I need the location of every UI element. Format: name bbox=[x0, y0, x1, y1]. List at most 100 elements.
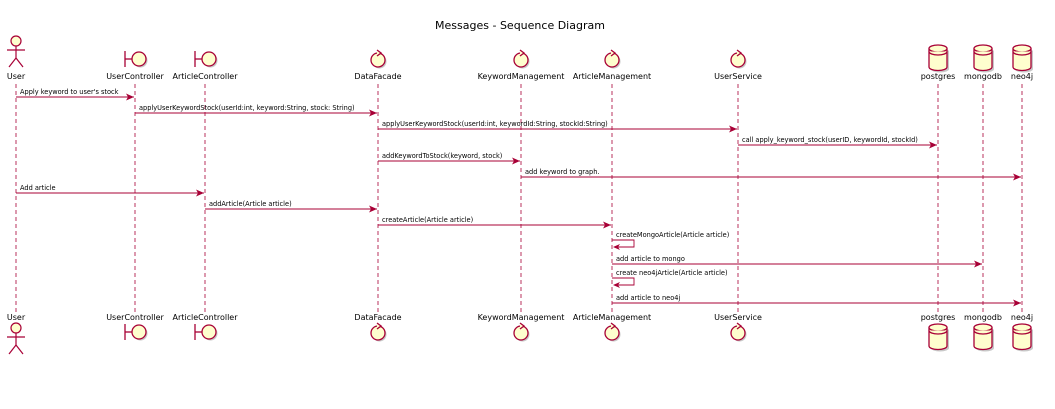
participants-top: User UserController ArticleController DataF… bbox=[7, 35, 1033, 81]
participant-label: ArticleManagement bbox=[573, 313, 651, 322]
arrow-head bbox=[929, 141, 937, 149]
message-label: add keyword to graph. bbox=[525, 168, 599, 176]
arrow-head bbox=[369, 205, 377, 213]
message-label: applyUserKeywordStock(userId:int, keywor… bbox=[139, 104, 355, 112]
participant-label: mongodb bbox=[964, 313, 1002, 322]
participant-top-articlemanagement: ArticleManagement bbox=[573, 49, 651, 81]
message-13: add article to neo4j bbox=[612, 294, 1021, 307]
message-12: create neo4jArticle(Article article) bbox=[612, 269, 728, 288]
database-icon bbox=[1012, 44, 1033, 73]
participant-label: User bbox=[7, 72, 26, 81]
participant-label: User bbox=[7, 313, 26, 322]
message-4: call apply_keyword_stock(userID, keyword… bbox=[738, 136, 937, 149]
participant-top-articlecontroller: ArticleController bbox=[172, 51, 238, 81]
actor-icon bbox=[7, 35, 25, 68]
participant-top-user: User bbox=[7, 35, 26, 81]
diagram-title: Messages - Sequence Diagram bbox=[435, 19, 605, 32]
actor-icon bbox=[7, 322, 25, 355]
message-3: applyUserKeywordStock(userId:int, keywor… bbox=[378, 120, 737, 133]
arrow-head bbox=[974, 260, 982, 268]
participant-label: ArticleController bbox=[172, 313, 238, 322]
participant-bottom-datafacade: DataFacade bbox=[354, 313, 402, 342]
message-label: add article to mongo bbox=[616, 255, 685, 263]
control-icon bbox=[370, 322, 387, 342]
participant-label: ArticleController bbox=[172, 72, 238, 81]
arrow-head bbox=[1013, 299, 1021, 307]
message-label: call apply_keyword_stock(userID, keyword… bbox=[742, 136, 918, 144]
participant-top-keywordmanagement: KeywordManagement bbox=[478, 49, 565, 81]
message-1: Apply keyword to user's stock bbox=[16, 88, 134, 101]
participant-label: ArticleManagement bbox=[573, 72, 651, 81]
self-message-arrow bbox=[612, 277, 635, 286]
message-8: addArticle(Article article) bbox=[205, 200, 377, 213]
arrow-head bbox=[1013, 173, 1021, 181]
message-label: addKeywordToStock(keyword, stock) bbox=[382, 152, 502, 160]
arrow-head bbox=[512, 157, 520, 165]
boundary-icon bbox=[124, 324, 148, 341]
control-icon bbox=[513, 322, 530, 342]
message-9: createArticle(Article article) bbox=[378, 216, 611, 229]
control-icon bbox=[604, 322, 621, 342]
lifelines bbox=[15, 84, 1023, 312]
participant-top-userservice: UserService bbox=[714, 49, 762, 81]
message-11: add article to mongo bbox=[612, 255, 982, 268]
arrow-head bbox=[729, 125, 737, 133]
arrow-head bbox=[196, 189, 204, 197]
participant-label: postgres bbox=[921, 72, 956, 81]
message-label: create neo4jArticle(Article article) bbox=[616, 269, 728, 277]
boundary-icon bbox=[194, 51, 218, 68]
participant-label: UserController bbox=[106, 313, 164, 322]
participant-top-datafacade: DataFacade bbox=[354, 49, 402, 81]
participant-bottom-articlemanagement: ArticleManagement bbox=[573, 313, 651, 342]
arrow-head bbox=[369, 109, 377, 117]
participants-bottom: User UserController ArticleController DataF… bbox=[7, 313, 1033, 355]
participant-label: postgres bbox=[921, 313, 956, 322]
control-icon bbox=[730, 49, 747, 69]
participant-bottom-userservice: UserService bbox=[714, 313, 762, 342]
message-label: applyUserKeywordStock(userId:int, keywor… bbox=[382, 120, 608, 128]
messages: Apply keyword to user's stock applyUserKe… bbox=[16, 88, 1021, 307]
message-6: add keyword to graph. bbox=[521, 168, 1021, 181]
participant-top-mongodb: mongodb bbox=[964, 44, 1002, 81]
message-label: createArticle(Article article) bbox=[382, 216, 473, 224]
participant-label: DataFacade bbox=[354, 72, 401, 81]
control-icon bbox=[604, 49, 621, 69]
message-label: Apply keyword to user's stock bbox=[20, 88, 119, 96]
participant-top-neo4j: neo4j bbox=[1011, 44, 1033, 81]
participant-bottom-neo4j: neo4j bbox=[1011, 313, 1033, 352]
participant-label: UserController bbox=[106, 72, 164, 81]
participant-bottom-postgres: postgres bbox=[921, 313, 956, 352]
database-icon bbox=[928, 44, 949, 73]
arrow-head bbox=[603, 221, 611, 229]
message-label: add article to neo4j bbox=[616, 294, 680, 302]
participant-label: neo4j bbox=[1011, 72, 1033, 81]
participant-bottom-usercontroller: UserController bbox=[106, 313, 165, 341]
participant-label: UserService bbox=[714, 313, 762, 322]
participant-bottom-articlecontroller: ArticleController bbox=[172, 313, 238, 341]
self-message-arrow bbox=[612, 239, 635, 248]
database-icon bbox=[973, 44, 994, 73]
message-7: Add article bbox=[16, 184, 204, 197]
participant-label: KeywordManagement bbox=[478, 313, 565, 322]
participant-bottom-keywordmanagement: KeywordManagement bbox=[478, 313, 565, 342]
arrow-head bbox=[613, 282, 620, 288]
message-label: createMongoArticle(Article article) bbox=[616, 231, 729, 239]
boundary-icon bbox=[124, 51, 148, 68]
message-label: addArticle(Article article) bbox=[209, 200, 292, 208]
participant-label: mongodb bbox=[964, 72, 1002, 81]
participant-label: neo4j bbox=[1011, 313, 1033, 322]
control-icon bbox=[370, 49, 387, 69]
participant-bottom-user: User bbox=[7, 313, 26, 355]
database-icon bbox=[1012, 323, 1033, 352]
participant-label: DataFacade bbox=[354, 313, 401, 322]
participant-top-postgres: postgres bbox=[921, 44, 956, 81]
participant-label: KeywordManagement bbox=[478, 72, 565, 81]
participant-label: UserService bbox=[714, 72, 762, 81]
boundary-icon bbox=[194, 324, 218, 341]
message-10: createMongoArticle(Article article) bbox=[612, 231, 729, 250]
participant-bottom-mongodb: mongodb bbox=[964, 313, 1002, 352]
arrow-head bbox=[613, 244, 620, 250]
control-icon bbox=[513, 49, 530, 69]
control-icon bbox=[730, 322, 747, 342]
